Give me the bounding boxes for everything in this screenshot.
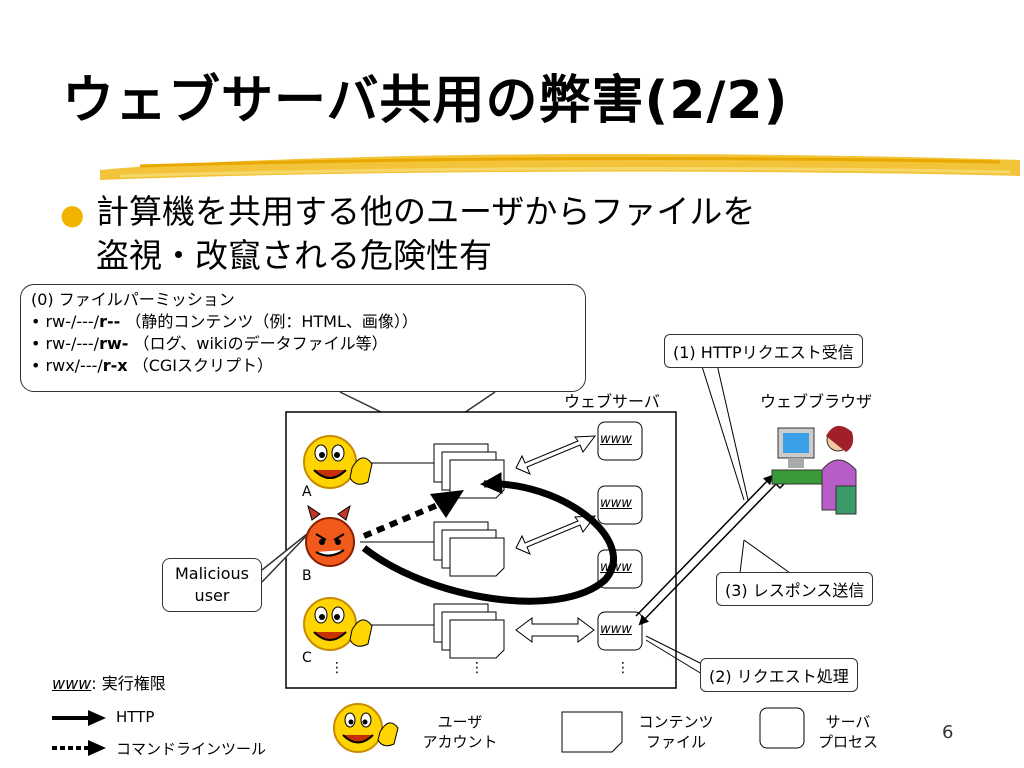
http-response-arrow	[635, 474, 774, 617]
ellipsis-files: ⋮	[470, 660, 484, 676]
user-a-label: A	[302, 484, 312, 500]
file-stack-a	[433, 443, 505, 499]
perm-bold: r-x	[102, 356, 128, 375]
file-stack-c	[433, 603, 505, 659]
perm-prefix: rw-/---/	[45, 334, 100, 353]
page-number: 6	[942, 722, 954, 743]
legend-account-line1: ユーザ	[437, 713, 483, 731]
malicious-user-callout: Malicious user	[162, 558, 262, 612]
step3-label: (3) レスポンス送信	[716, 572, 874, 606]
double-arrow-a	[515, 435, 597, 475]
step1-label: (1) HTTPリクエスト受信	[664, 334, 863, 368]
malicious-line-2: user	[194, 586, 230, 605]
permission-heading: (0) ファイルパーミッション	[31, 290, 235, 309]
www-label: www	[600, 496, 632, 511]
permission-item: • rw-/---/r-- （静的コンテンツ（例：HTML、画像））	[31, 312, 418, 331]
perm-prefix: rwx/---/	[45, 356, 103, 375]
ellipsis-users: ⋮	[330, 660, 344, 676]
legend-www: www: 実行権限	[52, 670, 166, 694]
legend-cmd-arrow	[52, 740, 106, 756]
legend-cmd-label: コマンドラインツール	[116, 740, 267, 758]
legend-http-arrow	[52, 710, 106, 726]
legend-www-term: www	[52, 674, 92, 693]
double-arrow-c	[515, 617, 595, 643]
permission-callout: (0) ファイルパーミッション • rw-/---/r-- （静的コンテンツ（例…	[20, 284, 586, 392]
perm-desc: （静的コンテンツ（例：HTML、画像））	[125, 312, 418, 331]
legend-content-line1: コンテンツ	[638, 713, 714, 731]
user-c-avatar	[303, 597, 373, 651]
double-arrow-b	[515, 515, 597, 555]
http-request-arrow	[638, 483, 777, 626]
user-a-avatar	[303, 435, 373, 489]
legend-content-file	[561, 711, 623, 753]
legend-process-label: サーバ プロセス	[808, 712, 888, 752]
www-label: www	[600, 432, 632, 447]
permission-item: • rw-/---/rw- （ログ、wikiのデータファイル等）	[31, 334, 388, 353]
browser-label: ウェブブラウザ	[760, 392, 873, 411]
legend-www-desc: : 実行権限	[91, 674, 166, 693]
perm-bold: rw-	[99, 334, 129, 353]
perm-desc: （CGIスクリプト）	[132, 356, 274, 375]
server-process-d	[597, 611, 643, 651]
bullet-line-1: 計算機を共用する他のユーザからファイルを	[96, 192, 756, 231]
malicious-line-1: Malicious	[174, 564, 249, 583]
legend-process-line2: プロセス	[817, 733, 878, 751]
bullet-dot: ●	[60, 198, 85, 231]
server-process-b	[597, 485, 643, 525]
browser-user-icon	[771, 425, 857, 515]
perm-prefix: rw-/---/	[45, 312, 100, 331]
bullet-text: 計算機を共用する他のユーザからファイルを 盗視・改竄される危険性有	[96, 190, 755, 278]
server-process-a	[597, 421, 643, 461]
user-b-label: B	[302, 568, 312, 584]
slide-title: ウェブサーバ共用の弊害(2/2)	[62, 71, 789, 131]
bullet-line-2: 盗視・改竄される危険性有	[96, 236, 492, 275]
www-label: www	[600, 560, 632, 575]
server-label: ウェブサーバ	[564, 392, 660, 411]
legend-server-process	[759, 707, 805, 749]
title-underline-brush	[100, 154, 1020, 180]
ellipsis-processes: ⋮	[616, 660, 630, 676]
perm-desc: （ログ、wikiのデータファイル等）	[133, 334, 388, 353]
file-stack-b	[433, 521, 505, 577]
user-b-evil-avatar	[305, 504, 355, 567]
user-c-label: C	[302, 650, 312, 666]
legend-content-line2: ファイル	[645, 733, 706, 751]
legend-account-label: ユーザ アカウント	[410, 712, 510, 752]
step2-label: (2) リクエスト処理	[700, 658, 858, 692]
malicious-access-arrow	[361, 472, 617, 605]
perm-bold: r--	[99, 312, 121, 331]
legend-account-line2: アカウント	[422, 733, 498, 751]
www-label: www	[600, 622, 632, 637]
permission-item: • rwx/---/r-x （CGIスクリプト）	[31, 356, 274, 375]
legend-account-avatar	[333, 703, 399, 753]
legend-content-label: コンテンツ ファイル	[626, 712, 726, 752]
legend-http-label: HTTP	[116, 708, 155, 726]
legend-process-line1: サーバ	[825, 713, 871, 731]
